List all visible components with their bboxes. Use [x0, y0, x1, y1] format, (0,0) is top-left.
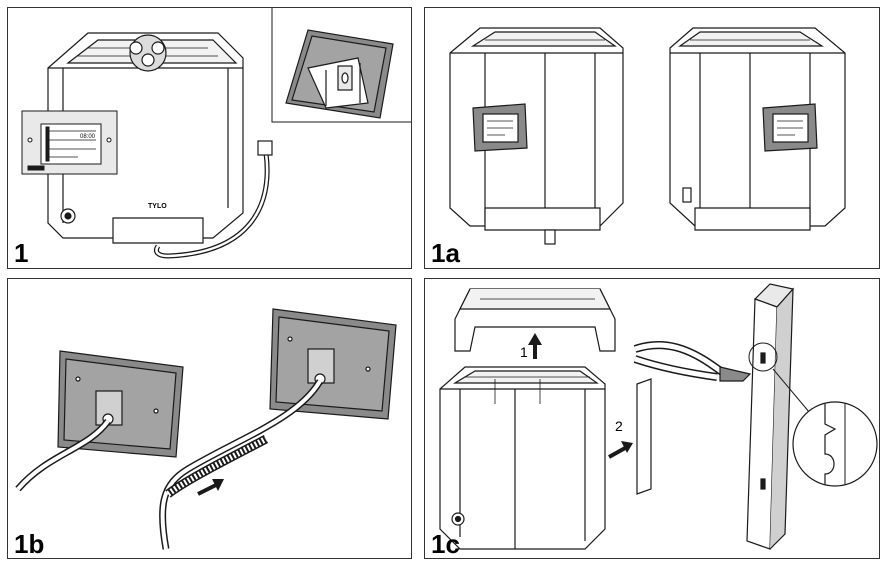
brand-logo-text: TYLO — [148, 203, 167, 210]
control-panel-closeup — [21, 110, 118, 175]
top-grille — [454, 288, 616, 352]
step-2-arrow-shaft — [608, 445, 628, 459]
heater-drawing: 08:00 TYLO — [21, 8, 411, 259]
panel-1b: 1b — [7, 278, 412, 559]
step-label-1: 1 — [520, 344, 528, 360]
heater-right — [669, 27, 846, 231]
control-panel-back-left — [57, 350, 184, 458]
side-panel — [636, 378, 652, 495]
pliers-icon — [633, 341, 752, 382]
panel-back-inset — [285, 29, 394, 119]
panel-1: 08:00 TYLO 1 — [7, 7, 412, 269]
disassembly-drawing: 1 2 — [439, 283, 878, 550]
step-2-arrow-head — [621, 441, 633, 453]
panel-label: 1c — [431, 529, 460, 559]
spring-sleeve — [165, 435, 269, 498]
step-1-arrow-head — [528, 333, 542, 345]
panel-label: 1b — [14, 529, 45, 559]
panel-1a: 1a — [424, 7, 880, 269]
zoom-detail-circle — [792, 401, 878, 487]
panel-label: 1a — [431, 238, 460, 268]
heater-body — [439, 366, 606, 550]
step-label-2: 2 — [615, 418, 623, 434]
zoom-source-circle — [748, 342, 778, 372]
direction-arrow-head — [212, 479, 224, 491]
display-readout: 08:00 — [80, 134, 96, 140]
heater-pair-drawing — [449, 27, 846, 245]
cable-routing-drawing — [15, 308, 397, 550]
sauna-heater — [47, 32, 273, 259]
heater-left — [449, 27, 624, 245]
tall-side-panel — [746, 283, 795, 550]
panel-label: 1 — [14, 238, 29, 268]
panel-1c: 1 2 — [424, 278, 880, 559]
control-panel-back-right — [269, 308, 397, 420]
direction-arrow-shaft — [197, 482, 219, 496]
